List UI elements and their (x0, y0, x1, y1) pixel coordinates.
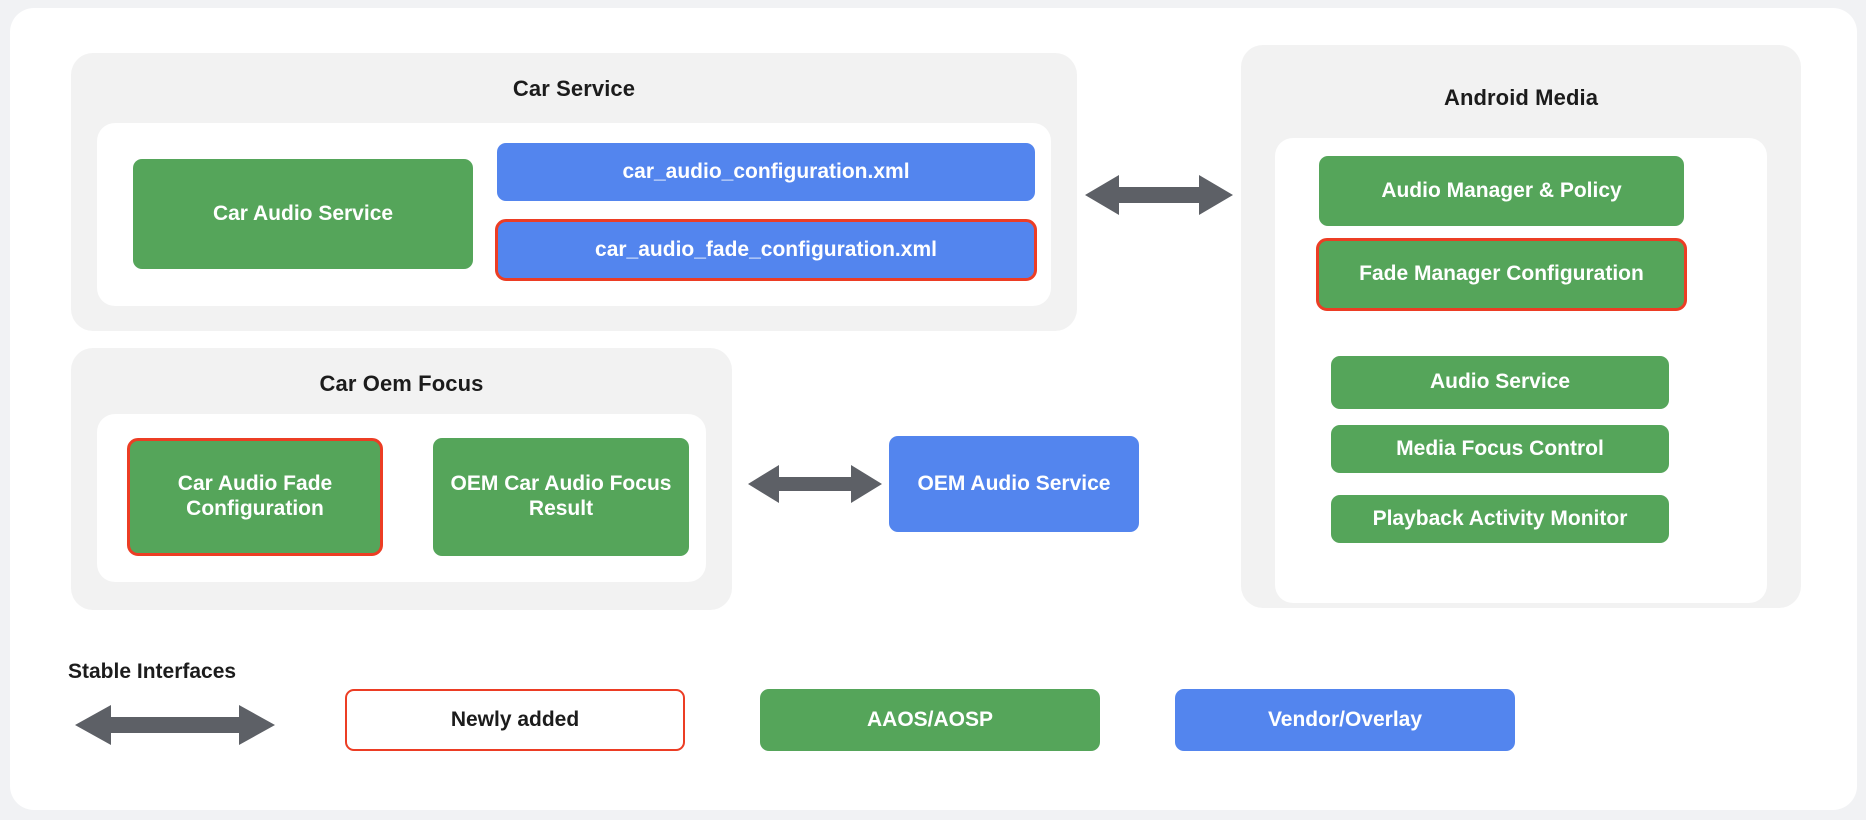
legend-stable-interfaces-label: Stable Interfaces (68, 660, 237, 683)
group-car-service-title: Car Service (512, 76, 636, 101)
group-car-oem-focus-title: Car Oem Focus (319, 371, 484, 396)
group-android-media-inner: Audio Manager & Policy Fade Manager Conf… (1275, 138, 1767, 603)
node-audio-service[interactable]: Audio Service (1331, 356, 1669, 409)
node-audio-manager-and-policy-label: Audio Manager & Policy (1381, 178, 1622, 202)
connector-car-oem-focus-to-oem-audio-service (748, 464, 882, 504)
node-car-audio-service[interactable]: Car Audio Service (133, 159, 473, 269)
node-car-audio-configuration-xml-label: car_audio_configuration.xml (622, 159, 910, 183)
group-car-oem-focus: Car Oem Focus Car Audio Fade Configurati… (71, 348, 732, 610)
node-media-focus-control[interactable]: Media Focus Control (1331, 425, 1669, 473)
node-media-focus-control-label: Media Focus Control (1396, 436, 1604, 460)
node-fade-manager-configuration-label: Fade Manager Configuration (1359, 262, 1644, 286)
legend-item-vendor-overlay[interactable]: Vendor/Overlay (1175, 689, 1515, 751)
node-car-audio-configuration-xml[interactable]: car_audio_configuration.xml (497, 143, 1035, 201)
legend-item-aaos-aosp-label: AAOS/AOSP (866, 708, 994, 731)
node-audio-service-label: Audio Service (1429, 370, 1571, 394)
node-oem-audio-service-label: OEM Audio Service (917, 471, 1111, 495)
node-playback-activity-monitor[interactable]: Playback Activity Monitor (1331, 495, 1669, 543)
node-playback-activity-monitor-label: Playback Activity Monitor (1372, 506, 1628, 530)
node-car-audio-service-label: Car Audio Service (212, 201, 394, 225)
legend-item-newly-added-label: Newly added (450, 708, 580, 731)
group-car-service: Car Service Car Audio Service car_audio_… (71, 53, 1077, 331)
node-fade-manager-configuration[interactable]: Fade Manager Configuration (1316, 238, 1687, 311)
legend-double-arrow-icon (75, 704, 275, 746)
node-oem-car-audio-focus-result[interactable]: OEM Car Audio Focus Result (433, 438, 689, 556)
node-car-audio-fade-configuration-label: Car Audio Fade Configuration (177, 472, 333, 520)
legend-item-aaos-aosp[interactable]: AAOS/AOSP (760, 689, 1100, 751)
diagram-canvas: Car Service Car Audio Service car_audio_… (10, 8, 1857, 810)
group-car-oem-focus-inner: Car Audio Fade Configuration OEM Car Aud… (97, 414, 706, 582)
connector-car-service-to-android-media (1085, 174, 1233, 216)
legend-item-newly-added[interactable]: Newly added (345, 689, 685, 751)
group-android-media-title: Android Media (1443, 85, 1599, 110)
group-car-service-inner: Car Audio Service car_audio_configuratio… (97, 123, 1051, 306)
node-audio-manager-and-policy[interactable]: Audio Manager & Policy (1319, 156, 1684, 226)
group-android-media: Android Media Audio Manager & Policy Fad… (1241, 45, 1801, 608)
node-car-audio-fade-configuration-xml-label: car_audio_fade_configuration.xml (595, 237, 937, 261)
node-car-audio-fade-configuration-xml[interactable]: car_audio_fade_configuration.xml (495, 219, 1037, 281)
node-car-audio-fade-configuration[interactable]: Car Audio Fade Configuration (127, 438, 383, 556)
node-oem-audio-service[interactable]: OEM Audio Service (889, 436, 1139, 532)
legend-item-vendor-overlay-label: Vendor/Overlay (1267, 708, 1423, 731)
node-oem-car-audio-focus-result-label: OEM Car Audio Focus Result (450, 472, 672, 520)
